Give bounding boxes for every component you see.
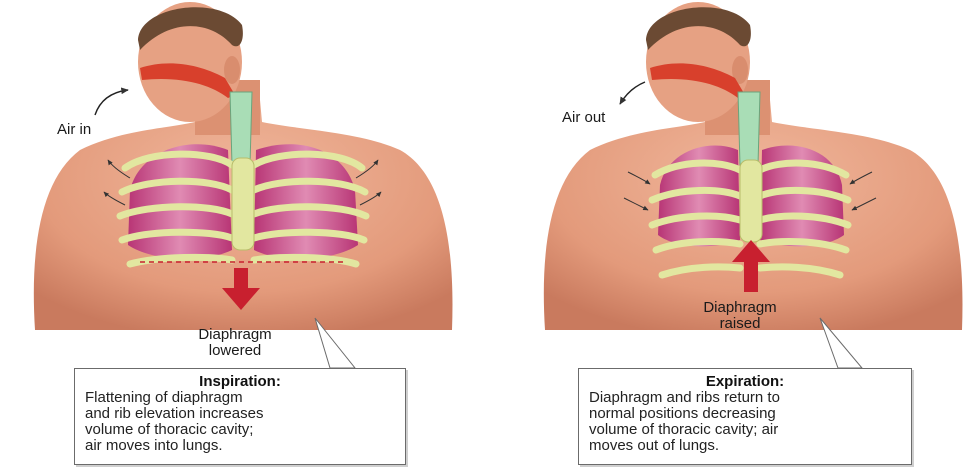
expiration-caption-title: Expiration: xyxy=(589,373,901,390)
inspiration-caption-title: Inspiration: xyxy=(85,373,395,390)
inspiration-trachea xyxy=(230,92,252,165)
diaphragm-raised-label: Diaphragm raised xyxy=(680,300,800,332)
inspiration-caption-text: Flattening of diaphragm and rib elevatio… xyxy=(85,390,395,454)
expiration-caption-box: Expiration: Diaphragm and ribs return to… xyxy=(578,368,912,465)
inspiration-figure xyxy=(34,2,453,368)
inspiration-ear xyxy=(224,56,240,84)
inspiration-caption-box: Inspiration: Flattening of diaphragm and… xyxy=(74,368,406,465)
expiration-air-arrow xyxy=(620,82,645,104)
diaphragm-lowered-label: Diaphragm lowered xyxy=(175,327,295,359)
expiration-diaphragm-arrow-shaft xyxy=(744,262,758,292)
expiration-caption-text: Diaphragm and ribs return to normal posi… xyxy=(589,390,901,454)
inspiration-air-arrow xyxy=(95,90,128,115)
inspiration-diaphragm-arrow-shaft xyxy=(234,268,248,290)
expiration-sternum xyxy=(740,160,762,242)
inspiration-sternum xyxy=(232,158,254,250)
expiration-trachea xyxy=(738,92,760,165)
air-out-label: Air out xyxy=(562,110,605,126)
air-in-label: Air in xyxy=(57,122,91,138)
